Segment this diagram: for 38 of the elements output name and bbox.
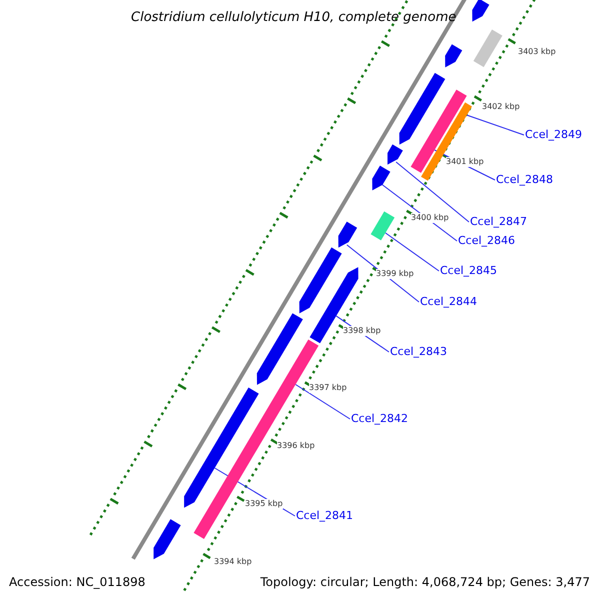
gene-feature [399, 72, 446, 145]
gene-label: Ccel_2846 [458, 234, 516, 247]
tick-label: 3402 kbp [482, 102, 520, 112]
tick-label: 3400 kbp [411, 213, 449, 223]
gene-feature [472, 0, 490, 22]
tick-label: 3401 kbp [446, 157, 484, 167]
gene-feature [154, 519, 181, 560]
gene-band [410, 90, 467, 173]
tick-label: 3395 kbp [245, 499, 283, 509]
gene-label: Ccel_2842 [351, 412, 408, 425]
gene-label: Ccel_2841 [296, 509, 354, 522]
gene-feature [372, 166, 390, 190]
map-title: Clostridium cellulolyticum H10, complete genome [131, 10, 456, 26]
tick-label: 3398 kbp [343, 326, 381, 336]
footer-note: Topology: circular; Length: 4,068,724 bp; Genes: 3,477 [260, 575, 590, 589]
gene-band [370, 211, 395, 240]
gene-feature [299, 247, 342, 314]
tick-label: 3396 kbp [277, 441, 315, 451]
tick-label: 3403 kbp [518, 47, 556, 57]
gene-feature [338, 222, 358, 248]
leader-line [295, 384, 350, 420]
gene-label: Ccel_2848 [496, 173, 554, 186]
gene-label: Ccel_2849 [525, 128, 582, 141]
gene-feature [445, 44, 462, 68]
leader-line [396, 162, 470, 222]
gene-label: Ccel_2844 [420, 295, 478, 308]
tick-label: 3394 kbp [214, 557, 252, 567]
tick-label: 3399 kbp [376, 269, 414, 279]
gene-label: Ccel_2847 [470, 215, 528, 228]
gene-feature [388, 144, 403, 165]
gene-band [473, 30, 502, 68]
footer-note: Accession: NC_011898 [9, 575, 146, 589]
gene-label: Ccel_2845 [440, 264, 498, 277]
leader-line [466, 114, 524, 136]
leader-line [384, 232, 440, 272]
tick-label: 3397 kbp [309, 383, 347, 393]
gene-feature [256, 313, 303, 385]
gene-label: Ccel_2843 [390, 345, 448, 358]
